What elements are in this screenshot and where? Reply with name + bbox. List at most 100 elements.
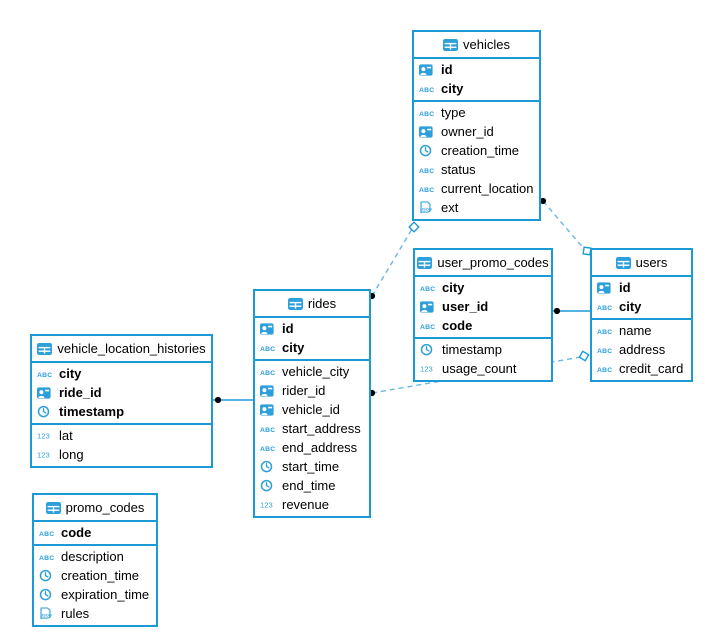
field-row-type[interactable]: ABC type (414, 103, 539, 122)
field-name: revenue (282, 497, 329, 512)
field-row-creation_time[interactable]: creation_time (414, 141, 539, 160)
field-name: address (619, 342, 666, 357)
field-row-rules[interactable]: JSON rules (34, 604, 156, 623)
number-icon: 123 (420, 363, 438, 375)
svg-text:123: 123 (37, 450, 50, 459)
table-header[interactable]: user_promo_codes (415, 250, 551, 277)
field-row-creation_time[interactable]: creation_time (34, 566, 156, 585)
timestamp-icon (260, 479, 278, 492)
svg-text:123: 123 (420, 364, 433, 373)
table-icon (443, 38, 459, 51)
field-name: user_id (442, 299, 489, 314)
field-name: id (619, 280, 631, 295)
text-icon: ABC (419, 107, 437, 119)
timestamp-icon (419, 144, 437, 157)
field-name: current_location (441, 181, 534, 196)
field-name: expiration_time (61, 587, 150, 602)
field-row-expiration_time[interactable]: expiration_time (34, 585, 156, 604)
table-icon (615, 256, 631, 269)
relation-child-dot-marker (214, 396, 222, 404)
field-name: rules (61, 606, 90, 621)
json-icon: JSON (39, 607, 57, 620)
svg-text:ABC: ABC (597, 329, 612, 336)
table-name: vehicles (463, 37, 510, 52)
field-row-code[interactable]: ABC code (34, 523, 156, 542)
svg-text:ABC: ABC (597, 348, 612, 355)
field-row-ride_id[interactable]: ride_id (32, 383, 211, 402)
number-icon: 123 (37, 430, 55, 442)
table-header[interactable]: rides (255, 291, 369, 318)
timestamp-icon (37, 405, 55, 418)
relation-vehicles-to-users[interactable] (539, 197, 592, 256)
table-header[interactable]: users (592, 250, 691, 277)
svg-text:ABC: ABC (419, 111, 434, 118)
field-row-owner_id[interactable]: owner_id (414, 122, 539, 141)
svg-text:123: 123 (260, 500, 273, 509)
relation-user_promo_codes-to-users[interactable] (553, 307, 590, 315)
timestamp-icon (260, 460, 278, 473)
timestamp-icon (420, 343, 438, 356)
field-row-timestamp[interactable]: timestamp (415, 340, 551, 359)
text-icon: ABC (260, 423, 278, 435)
relation-vehicle_location_histories-to-rides[interactable] (213, 396, 253, 404)
table-name: user_promo_codes (437, 255, 549, 270)
field-row-rider_id[interactable]: rider_id (255, 381, 369, 400)
field-row-vehicle_id[interactable]: vehicle_id (255, 400, 369, 419)
text-icon: ABC (260, 442, 278, 454)
text-icon: ABC (39, 551, 57, 563)
field-name: vehicle_id (282, 402, 340, 417)
uuid-icon (260, 384, 278, 397)
field-name: type (441, 105, 466, 120)
field-name: ride_id (59, 385, 102, 400)
field-name: rider_id (282, 383, 326, 398)
field-name: city (619, 299, 642, 314)
svg-text:JSON: JSON (421, 207, 432, 212)
uuid-icon (419, 63, 437, 76)
svg-text:ABC: ABC (260, 370, 275, 377)
uuid-icon (597, 281, 615, 294)
field-row-user_id[interactable]: user_id (415, 297, 551, 316)
relation-rides-to-vehicles[interactable] (368, 221, 420, 300)
field-row-id[interactable]: id (592, 278, 691, 297)
field-row-revenue[interactable]: 123 revenue (255, 495, 369, 514)
field-row-id[interactable]: id (255, 319, 369, 338)
table-header[interactable]: promo_codes (34, 495, 156, 522)
field-row-id[interactable]: id (414, 60, 539, 79)
field-name: code (61, 525, 92, 540)
field-name: city (282, 340, 305, 355)
table-header[interactable]: vehicle_location_histories (32, 336, 211, 363)
field-name: status (441, 162, 476, 177)
table-header[interactable]: vehicles (414, 32, 539, 59)
field-row-end_time[interactable]: end_time (255, 476, 369, 495)
field-row-timestamp[interactable]: timestamp (32, 402, 211, 421)
field-row-address[interactable]: ABC address (592, 340, 691, 359)
field-row-start_time[interactable]: start_time (255, 457, 369, 476)
text-icon: ABC (39, 527, 57, 539)
